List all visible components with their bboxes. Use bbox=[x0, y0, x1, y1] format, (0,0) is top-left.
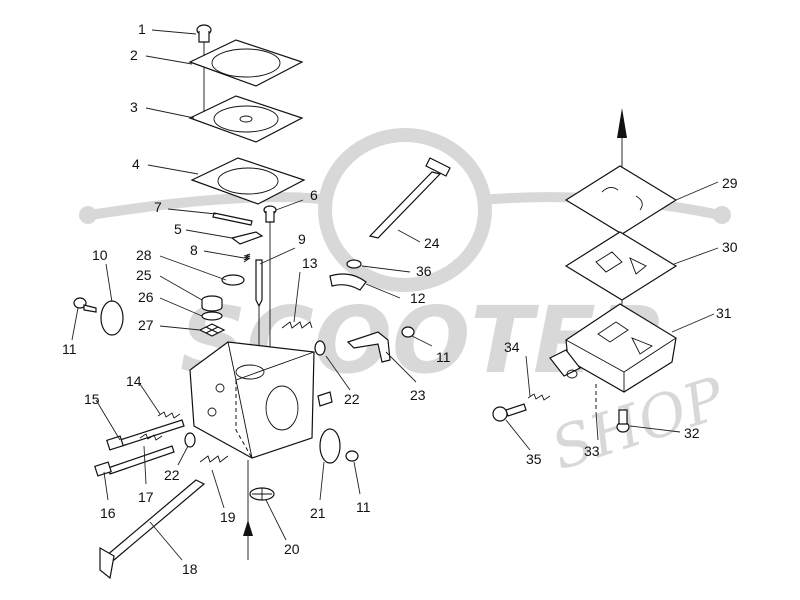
callout-10: 10 bbox=[92, 247, 108, 263]
callout-18: 18 bbox=[182, 561, 198, 577]
part-screw-11-bottom bbox=[345, 450, 359, 462]
callout-11-bottom: 11 bbox=[356, 499, 371, 515]
part-spring-34 bbox=[527, 393, 551, 401]
watermark-ring bbox=[318, 128, 492, 292]
callout-31: 31 bbox=[716, 305, 732, 321]
part-pin-7 bbox=[212, 212, 253, 226]
part-shaft-24 bbox=[368, 157, 451, 239]
callout-13: 13 bbox=[302, 255, 318, 271]
part-screw-11-right bbox=[401, 326, 415, 338]
callout-14: 14 bbox=[126, 373, 142, 389]
callout-6: 6 bbox=[310, 187, 318, 203]
callout-27: 27 bbox=[138, 317, 154, 333]
watermark-dot-left bbox=[79, 206, 97, 224]
callout-23: 23 bbox=[410, 387, 426, 403]
part-spring-19 bbox=[199, 455, 229, 463]
callout-22-right: 22 bbox=[344, 391, 360, 407]
part-needle-16 bbox=[94, 445, 175, 477]
part-screw-11-left bbox=[73, 297, 97, 313]
callout-28: 28 bbox=[136, 247, 152, 263]
arrow-head-bottom bbox=[243, 520, 253, 536]
part-screw-1 bbox=[196, 24, 212, 43]
part-needle-15 bbox=[106, 419, 185, 451]
callout-5: 5 bbox=[174, 221, 182, 237]
callout-3: 3 bbox=[130, 99, 138, 115]
callout-7: 7 bbox=[154, 199, 162, 215]
callout-22-left: 22 bbox=[164, 467, 180, 483]
part-diaphragm-3 bbox=[188, 95, 304, 143]
part-plug-25 bbox=[201, 295, 223, 312]
callout-19: 19 bbox=[220, 509, 236, 525]
part-pump-body-31 bbox=[549, 303, 677, 393]
callout-24: 24 bbox=[424, 235, 440, 251]
part-ring-22-upper bbox=[314, 340, 326, 356]
callout-1: 1 bbox=[138, 21, 146, 37]
callout-32: 32 bbox=[684, 425, 700, 441]
arrow-head-top bbox=[617, 108, 627, 138]
part-filter-20 bbox=[249, 487, 275, 501]
callout-15: 15 bbox=[84, 391, 100, 407]
part-diaphragm-30 bbox=[564, 231, 678, 301]
callout-11-left: 11 bbox=[62, 341, 77, 357]
callout-26: 26 bbox=[138, 289, 154, 305]
callout-2: 2 bbox=[130, 47, 138, 63]
part-clip-36 bbox=[346, 259, 362, 269]
part-lever-5 bbox=[230, 231, 264, 245]
part-choke-shaft-18 bbox=[99, 479, 206, 580]
callout-36: 36 bbox=[416, 263, 432, 279]
callout-20: 20 bbox=[284, 541, 300, 557]
callout-16: 16 bbox=[100, 505, 116, 521]
part-washer-26 bbox=[201, 311, 223, 321]
callout-33: 33 bbox=[584, 443, 600, 459]
callout-29: 29 bbox=[722, 175, 738, 191]
part-throttle-plate-10 bbox=[100, 300, 124, 336]
callout-17: 17 bbox=[138, 489, 154, 505]
callout-25: 25 bbox=[136, 267, 152, 283]
part-gasket-29 bbox=[564, 165, 678, 235]
part-spring-8 bbox=[243, 253, 251, 263]
part-disc-28 bbox=[221, 274, 245, 286]
part-screw-35 bbox=[492, 403, 527, 422]
callout-21: 21 bbox=[310, 505, 326, 521]
part-screw-6 bbox=[263, 205, 277, 223]
leader-lines bbox=[71, 29, 719, 561]
part-screw-32 bbox=[616, 409, 630, 433]
part-spring-14 bbox=[157, 411, 181, 419]
callout-11-mid: 11 bbox=[436, 349, 451, 365]
callout-9: 9 bbox=[298, 231, 306, 247]
part-gasket-4 bbox=[190, 157, 306, 205]
part-spring-17 bbox=[139, 433, 163, 441]
callout-labels: 1 2 3 4 5 6 7 8 9 10 11 12 13 36 24 28 2… bbox=[62, 21, 738, 577]
callout-4: 4 bbox=[132, 156, 140, 172]
part-cover-plate-2 bbox=[188, 39, 304, 87]
callout-12: 12 bbox=[410, 290, 426, 306]
part-carburetor-body bbox=[189, 341, 333, 459]
watermark-swoosh-left bbox=[89, 192, 331, 220]
watermark-dot-right bbox=[713, 206, 731, 224]
callout-35: 35 bbox=[526, 451, 542, 467]
part-bracket-23 bbox=[346, 331, 391, 363]
part-choke-plate-21 bbox=[319, 428, 341, 464]
part-lever-12 bbox=[329, 273, 367, 291]
part-ring-22-lower bbox=[184, 432, 196, 448]
part-spring-13 bbox=[281, 321, 313, 329]
callout-30: 30 bbox=[722, 239, 738, 255]
part-screen-27 bbox=[198, 323, 226, 337]
callout-34: 34 bbox=[504, 339, 520, 355]
part-needle-9 bbox=[255, 259, 263, 308]
callout-8: 8 bbox=[190, 242, 198, 258]
